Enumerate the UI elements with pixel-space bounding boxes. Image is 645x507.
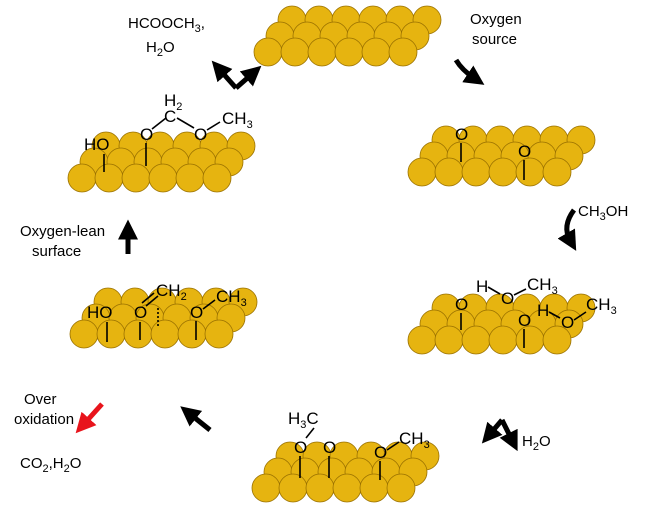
svg-text:Oxygen: Oxygen	[470, 11, 522, 28]
gold-atom	[388, 37, 418, 67]
svg-text:O: O	[190, 303, 203, 322]
svg-text:HO: HO	[84, 135, 110, 154]
svg-text:HCOOCH3,: HCOOCH3,	[128, 15, 205, 35]
svg-text:CH3: CH3	[586, 295, 617, 317]
svg-text:O: O	[455, 295, 468, 314]
svg-text:CH3: CH3	[216, 287, 247, 309]
gold-atom	[121, 163, 151, 193]
gold-atom	[69, 319, 99, 349]
svg-text:CH2: CH2	[156, 281, 187, 303]
svg-text:H2: H2	[164, 91, 182, 113]
gold-atom	[461, 157, 491, 187]
gold-atom	[177, 319, 207, 349]
svg-text:C: C	[164, 107, 176, 126]
svg-text:CH3: CH3	[399, 429, 430, 451]
svg-text:H: H	[537, 301, 549, 320]
gold-atom	[253, 37, 283, 67]
gold-atom	[148, 163, 178, 193]
gold-atom	[488, 157, 518, 187]
adsorbate-methoxy: H3C O O O CH3	[288, 409, 430, 480]
gold-atom	[278, 473, 308, 503]
svg-text:O: O	[194, 125, 207, 144]
svg-text:O: O	[134, 303, 147, 322]
gold-atom	[307, 37, 337, 67]
methanol-adsorption-arrow	[557, 208, 577, 251]
surface-left-top	[67, 131, 256, 193]
svg-text:Over: Over	[24, 391, 57, 408]
gold-atom	[96, 319, 126, 349]
gold-atom	[94, 163, 124, 193]
svg-text:CO2,H2O: CO2,H2O	[20, 455, 81, 475]
co2-water-label: CO2,H2O	[20, 455, 81, 475]
gold-surfaces	[67, 5, 596, 503]
svg-text:O: O	[561, 313, 574, 332]
gold-atom	[361, 37, 391, 67]
adsorbate-formaldehyde: HO O CH2 O CH3	[87, 281, 247, 342]
gold-atom	[359, 473, 389, 503]
svg-text:O: O	[374, 443, 387, 462]
gold-atom	[123, 319, 153, 349]
svg-text:H2O: H2O	[522, 433, 551, 453]
svg-text:Oxygen-lean: Oxygen-lean	[20, 223, 105, 240]
gold-atom	[175, 163, 205, 193]
svg-text:O: O	[294, 438, 307, 457]
gold-atom	[386, 473, 416, 503]
gold-atom	[407, 325, 437, 355]
gold-atom	[407, 157, 437, 187]
svg-text:H2O: H2O	[146, 39, 175, 59]
svg-text:oxidation: oxidation	[14, 411, 74, 428]
gold-atom	[515, 157, 545, 187]
svg-text:O: O	[518, 142, 531, 161]
gold-atom	[542, 157, 572, 187]
svg-text:O: O	[518, 311, 531, 330]
surface-top-right	[407, 125, 596, 187]
adsorbate-atomic-oxygen: O O	[455, 125, 531, 180]
methyl-formate-product-label: HCOOCH3, H2O	[128, 15, 205, 59]
adsorbate-hemiacetal: HO O C H2 O CH3	[84, 91, 253, 172]
oxygen-source-arrow	[453, 58, 485, 85]
gold-atom	[305, 473, 335, 503]
gold-atom	[204, 319, 234, 349]
svg-text:O: O	[140, 125, 153, 144]
surface-top	[253, 5, 442, 67]
methanol-label: CH3OH	[578, 203, 628, 223]
water-release-arrow	[481, 418, 518, 452]
svg-text:CH3OH: CH3OH	[578, 203, 628, 223]
svg-text:CH3: CH3	[222, 109, 253, 131]
over-oxidation-label: Over oxidation	[14, 391, 74, 428]
svg-text:O: O	[501, 289, 514, 308]
svg-text:CH3: CH3	[527, 275, 558, 297]
oxygen-lean-surface-label: Oxygen-lean surface	[20, 223, 105, 260]
adsorbate-methanol-oxygen: H O CH3 O H O CH3 O	[455, 275, 617, 348]
gold-atom	[67, 163, 97, 193]
water-label: H2O	[522, 433, 551, 453]
gold-atom	[332, 473, 362, 503]
svg-text:O: O	[323, 438, 336, 457]
surface-left-bottom	[69, 287, 258, 349]
gold-atom	[488, 325, 518, 355]
svg-text:O: O	[455, 125, 468, 144]
surface-right	[407, 293, 596, 355]
gold-atom	[515, 325, 545, 355]
svg-text:H: H	[476, 277, 488, 296]
over-oxidation-arrow	[75, 402, 104, 434]
svg-text:HO: HO	[87, 303, 113, 322]
product-release-arrow	[211, 60, 262, 90]
gold-atom	[280, 37, 310, 67]
gold-atom	[434, 157, 464, 187]
gold-atom	[542, 325, 572, 355]
svg-text:source: source	[472, 31, 517, 48]
gold-atom	[150, 319, 180, 349]
gold-atom	[202, 163, 232, 193]
gold-atom	[334, 37, 364, 67]
oxygen-source-label: Oxygen source	[470, 11, 522, 48]
gold-atom	[461, 325, 491, 355]
gold-atom	[251, 473, 281, 503]
svg-text:H3C: H3C	[288, 409, 319, 431]
dehydrogenation-arrow	[180, 406, 212, 432]
svg-text:surface: surface	[32, 243, 81, 260]
gold-atom	[434, 325, 464, 355]
surface-bottom	[251, 441, 440, 503]
